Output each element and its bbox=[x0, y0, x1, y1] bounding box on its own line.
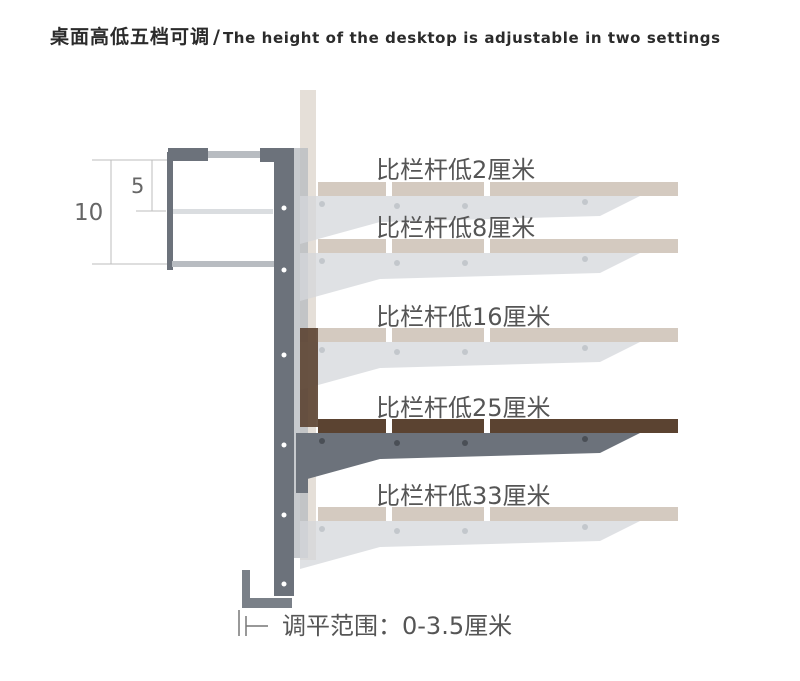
level-label-3: 比栏杆低16厘米 bbox=[376, 303, 551, 331]
bolt-5-4 bbox=[582, 524, 588, 530]
desk-top-seg-4-1 bbox=[318, 419, 386, 433]
bolt-2-4 bbox=[582, 256, 588, 262]
dim-outer-label: 10 bbox=[74, 200, 103, 226]
bolt-4-1 bbox=[319, 438, 325, 444]
railing-hook bbox=[167, 148, 276, 270]
page-title: 桌面高低五档可调/The height of the desktop is ad… bbox=[50, 22, 721, 49]
bolt-2-2 bbox=[394, 260, 400, 266]
desk-bracket-1 bbox=[300, 196, 640, 244]
desk-top-seg-1-3 bbox=[490, 182, 678, 196]
desk-level-1: 比栏杆低2厘米 bbox=[300, 156, 678, 244]
adjust-range-label: 调平范围：0-3.5厘米 bbox=[282, 612, 512, 640]
hook-top-end bbox=[260, 148, 276, 162]
dim-inner-label: 5 bbox=[131, 174, 144, 198]
hook-top-cap bbox=[168, 148, 208, 161]
bolt-2-3 bbox=[462, 260, 468, 266]
bolt-3-3 bbox=[462, 349, 468, 355]
desk-top-seg-2-1 bbox=[318, 239, 386, 253]
level-adjust-icon bbox=[238, 610, 268, 636]
bolt-4-3 bbox=[462, 440, 468, 446]
desk-bracket-4 bbox=[300, 433, 640, 481]
hook-mid-rod bbox=[173, 209, 273, 214]
level-label-1: 比栏杆低2厘米 bbox=[376, 156, 535, 184]
bolt-5-3 bbox=[462, 528, 468, 534]
bolt-1-2 bbox=[394, 203, 400, 209]
hook-bottom-rod bbox=[172, 261, 276, 267]
bolt-3-2 bbox=[394, 349, 400, 355]
desk-bracket-5 bbox=[300, 521, 640, 569]
dimension-markers bbox=[92, 159, 168, 265]
level-label-2: 比栏杆低8厘米 bbox=[376, 214, 535, 242]
frame-vertical-bar bbox=[274, 148, 294, 596]
bolt-2-1 bbox=[319, 258, 325, 264]
desk-brace bbox=[296, 433, 308, 493]
hook-left-arm bbox=[167, 152, 173, 270]
bolt-1-4 bbox=[582, 199, 588, 205]
desk-level-5: 比栏杆低33厘米 bbox=[300, 482, 678, 569]
desk-bracket-2 bbox=[300, 253, 640, 301]
bolt-3-1 bbox=[319, 347, 325, 353]
title-english: The height of the desktop is adjustable … bbox=[222, 29, 721, 47]
frame-hole-6 bbox=[281, 581, 287, 587]
desk-top-seg-4-3 bbox=[490, 419, 678, 433]
desk-top-seg-2-3 bbox=[490, 239, 678, 253]
frame-hole-3 bbox=[281, 352, 287, 358]
bolt-3-4 bbox=[582, 345, 588, 351]
bolt-1-1 bbox=[319, 201, 325, 207]
desk-back-post bbox=[300, 328, 318, 427]
frame-hole-2 bbox=[281, 267, 287, 273]
hanging-frame bbox=[242, 148, 308, 608]
frame-hole-4 bbox=[281, 442, 287, 448]
desk-level-2: 比栏杆低8厘米 bbox=[300, 214, 678, 301]
desk-level-3: 比栏杆低16厘米 bbox=[300, 303, 678, 390]
desk-top-seg-1-2 bbox=[392, 182, 484, 196]
desk-top-seg-4-2 bbox=[392, 419, 484, 433]
desk-top-seg-3-2 bbox=[392, 328, 484, 342]
desk-top-seg-2-2 bbox=[392, 239, 484, 253]
bolt-1-3 bbox=[462, 203, 468, 209]
title-chinese: 桌面高低五档可调 bbox=[50, 26, 211, 48]
desk-top-seg-1-1 bbox=[318, 182, 386, 196]
bolt-5-2 bbox=[394, 528, 400, 534]
frame-hole-5 bbox=[281, 512, 287, 518]
desk-top-seg-3-1 bbox=[318, 328, 386, 342]
hook-top-rod bbox=[208, 151, 262, 158]
bolt-4-2 bbox=[394, 440, 400, 446]
level-label-4: 比栏杆低25厘米 bbox=[376, 394, 551, 422]
bolt-4-4 bbox=[582, 436, 588, 442]
desk-top-seg-3-3 bbox=[490, 328, 678, 342]
desk-top-seg-5-2 bbox=[392, 507, 484, 521]
adjust-range: 调平范围：0-3.5厘米 bbox=[238, 610, 512, 640]
desk-top-seg-5-1 bbox=[318, 507, 386, 521]
bolt-5-1 bbox=[319, 526, 325, 532]
desk-bracket-3 bbox=[300, 342, 640, 390]
title-separator: / bbox=[213, 26, 220, 48]
frame-bottom-hook bbox=[242, 570, 292, 608]
level-label-5: 比栏杆低33厘米 bbox=[376, 482, 551, 510]
desk-top-seg-5-3 bbox=[490, 507, 678, 521]
frame-hole-1 bbox=[281, 205, 287, 211]
desk-level-4: 比栏杆低25厘米 bbox=[296, 328, 678, 493]
